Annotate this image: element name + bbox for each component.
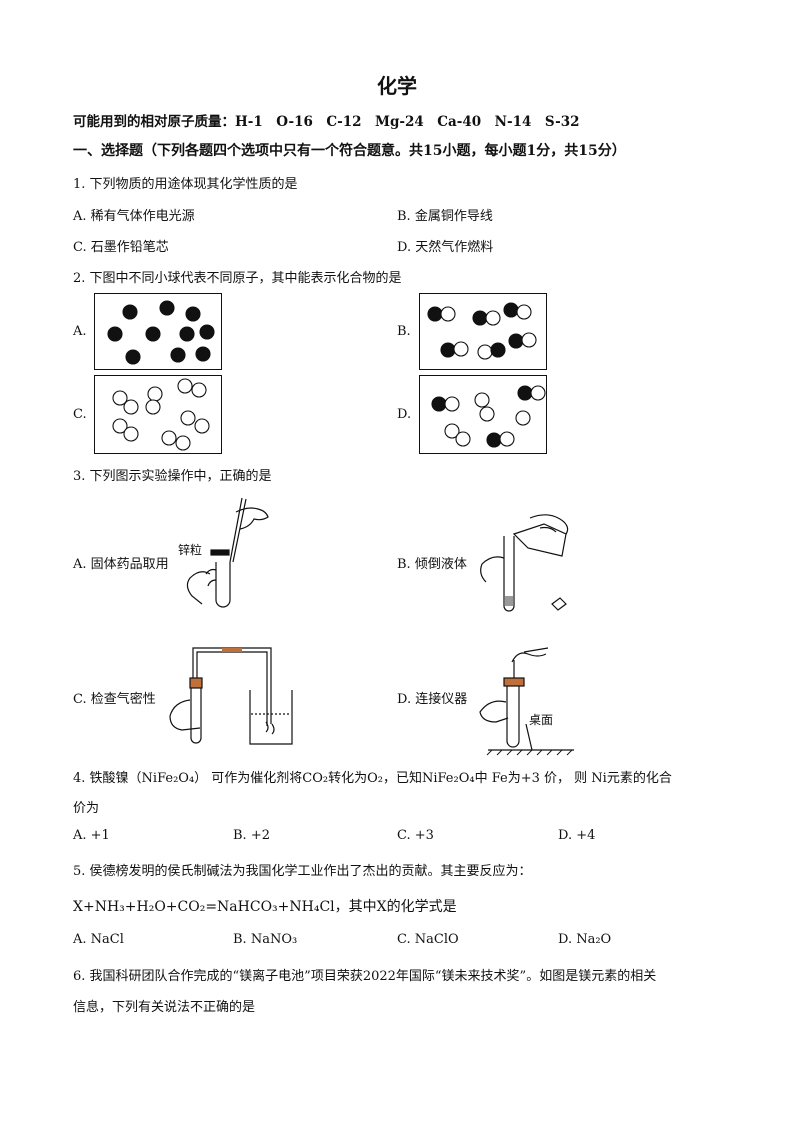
q4-option-b: B. +2 bbox=[233, 828, 270, 843]
q3-option-a: A. 固体药品取用 bbox=[73, 557, 169, 572]
page-title: 化学 bbox=[377, 74, 417, 98]
q4-option-d: D. +4 bbox=[558, 828, 596, 843]
question-2-stem: 2. 下图中不同小球代表不同原子，其中能表示化合物的是 bbox=[73, 271, 402, 286]
airtightness-check-illustration bbox=[169, 647, 293, 745]
section-heading: 一、选择题（下列各题四个选项中只有一个符合题意。共15小题，每小题1分，共15分… bbox=[73, 143, 626, 159]
solid-sampling-illustration bbox=[186, 497, 269, 608]
q5-option-d: D. Na₂O bbox=[558, 932, 612, 947]
q2-option-d: D. bbox=[397, 407, 412, 422]
question-1-stem: 1. 下列物质的用途体现其化学性质的是 bbox=[73, 177, 298, 192]
zinc-granule-label: 锌粒 bbox=[178, 543, 203, 557]
q2-diagram-c bbox=[94, 375, 222, 454]
question-5-equation: X+NH₃+H₂O+CO₂=NaHCO₃+NH₄Cl，其中X的化学式是 bbox=[73, 899, 457, 915]
q2-diagram-b bbox=[419, 293, 547, 370]
q2-option-a: A. bbox=[73, 324, 87, 339]
q4-option-a: A. +1 bbox=[73, 828, 110, 843]
q1-option-c: C. 石墨作铅笔芯 bbox=[73, 240, 169, 255]
q3-option-c: C. 检查气密性 bbox=[73, 692, 156, 707]
question-4-stem: 4. 铁酸镍（NiFe₂O₄） 可作为催化剂将CO₂转化为O₂，已知NiFe₂O… bbox=[73, 771, 672, 786]
q1-option-b: B. 金属铜作导线 bbox=[397, 209, 493, 224]
atoms-diagram-c bbox=[112, 378, 210, 451]
question-4-stem-cont: 价为 bbox=[73, 801, 100, 816]
question-6-stem: 6. 我国科研团队合作完成的“镁离子电池”项目荣获2022年国际“镁未来技术奖”… bbox=[73, 969, 657, 984]
connecting-apparatus-illustration bbox=[479, 647, 574, 756]
atomic-masses: 可能用到的相对原子质量：H-1 O-16 C-12 Mg-24 Ca-40 N-… bbox=[73, 114, 580, 130]
question-3-stem: 3. 下列图示实验操作中，正确的是 bbox=[73, 469, 272, 484]
q2-option-c: C. bbox=[73, 407, 87, 422]
q5-option-b: B. NaNO₃ bbox=[233, 932, 298, 947]
q4-option-c: C. +3 bbox=[397, 828, 434, 843]
atoms-diagram-b bbox=[427, 302, 537, 360]
atoms-diagram-a bbox=[107, 300, 215, 365]
q5-option-a: A. NaCl bbox=[73, 932, 124, 947]
q2-diagram-d bbox=[419, 375, 547, 454]
q1-option-a: A. 稀有气体作电光源 bbox=[73, 209, 195, 224]
pouring-liquid-illustration bbox=[480, 514, 569, 612]
q5-option-c: C. NaClO bbox=[397, 932, 459, 947]
atoms-diagram-d bbox=[431, 385, 546, 448]
q1-option-d: D. 天然气作燃料 bbox=[397, 240, 494, 255]
question-6-stem-cont: 信息，下列有关说法不正确的是 bbox=[73, 1000, 256, 1015]
question-5-stem: 5. 侯德榜发明的侯氏制碱法为我国化学工业作出了杰出的贡献。其主要反应为： bbox=[73, 864, 532, 879]
q3-option-d: D. 连接仪器 bbox=[397, 692, 468, 707]
tabletop-label: 桌面 bbox=[529, 713, 554, 727]
q3-option-b: B. 倾倒液体 bbox=[397, 557, 467, 572]
q2-option-b: B. bbox=[397, 324, 411, 339]
q2-diagram-a bbox=[94, 293, 222, 370]
